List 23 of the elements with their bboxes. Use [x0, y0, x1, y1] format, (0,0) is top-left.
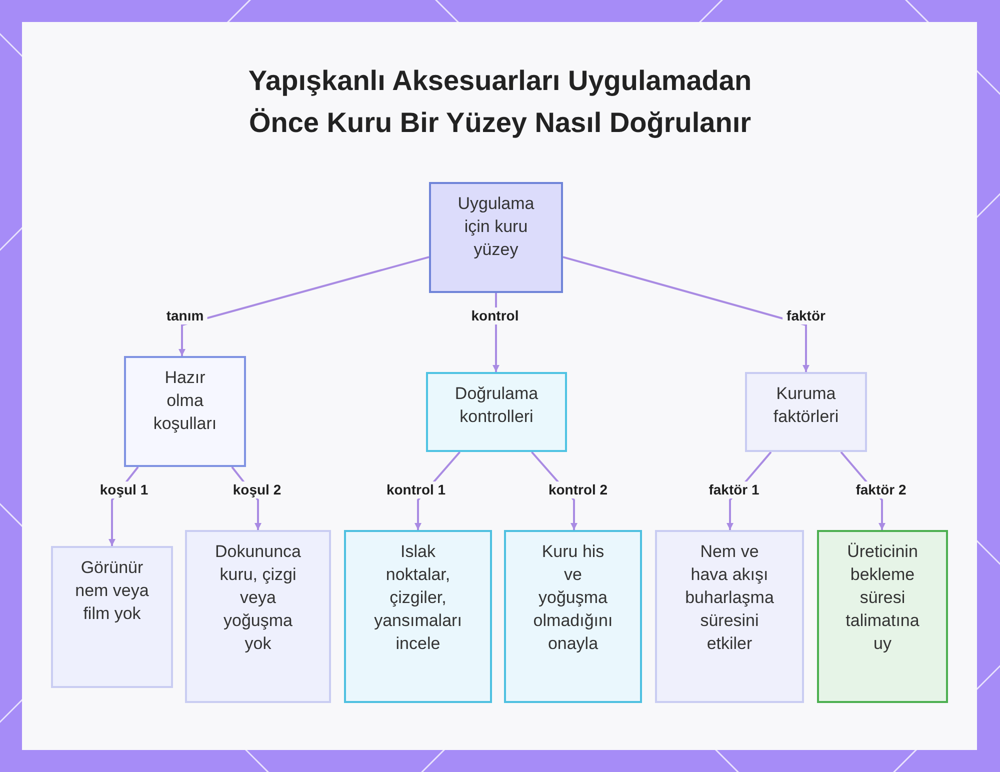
node-text: Doğrulama kontrolleri — [454, 383, 540, 428]
process-box — [655, 530, 804, 703]
process-box — [504, 530, 642, 703]
process-box — [426, 372, 567, 452]
process-box — [817, 530, 948, 703]
process-box — [185, 530, 331, 703]
node-text: Kuru his ve yoğuşma olmadığını onayla — [532, 541, 614, 655]
node-text: Üreticinin bekleme süresi talimatına uy — [844, 541, 920, 655]
process-box — [51, 546, 173, 688]
node-text: Kuruma faktörleri — [772, 383, 840, 428]
process-box — [344, 530, 492, 703]
connector-arrow — [562, 256, 810, 372]
connector-arrow — [178, 256, 430, 356]
node-text: Görünür nem veya film yok — [74, 557, 150, 625]
process-box — [124, 356, 246, 467]
process-box — [745, 372, 867, 452]
node-text: Uygulama için kuru yüzey — [456, 193, 536, 261]
node-text: Nem ve hava akışı buharlaşma süresini etkiler — [684, 541, 775, 655]
diagram-title: Yapışkanlı Aksesuarları Uygulamadan Önce Kuru Bir Yüzey Nasıl Doğrulanır — [247, 64, 753, 140]
node-text: Hazır olma koşulları — [152, 367, 218, 435]
node-text: Dokununca kuru, çizgi veya yoğuşma yok — [214, 541, 302, 655]
process-box — [429, 182, 563, 293]
node-text: Islak noktalar, çizgiler, yansımaları incele — [373, 541, 463, 655]
